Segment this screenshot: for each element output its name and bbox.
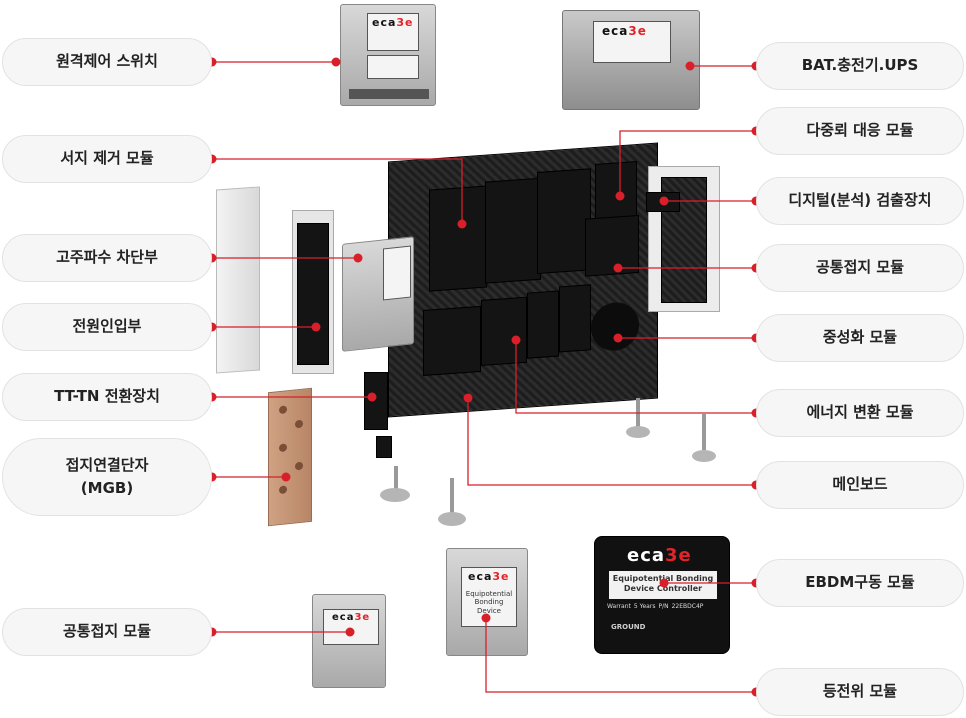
label-mgb-line2: (MGB) [80,479,134,497]
label-bat-ups: BAT.충전기.UPS [756,42,964,90]
foot-base [380,488,410,502]
label-multi-lightning: 다중뢰 대응 모듈 [756,107,964,155]
label-ebdm: EBDM구동 모듈 [756,559,964,607]
label-mgb: 접지연결단자 (MGB) [2,438,212,516]
label-common-ground-2: 공통접지 모듈 [2,608,212,656]
equipotential-device: eca3e Equipotential Bonding Device [446,548,528,656]
label-mainboard: 메인보드 [756,461,964,509]
tt-tn-small-block [376,436,392,458]
foot-base [438,512,466,526]
label-surge-module: 서지 제거 모듈 [2,135,212,183]
foot-screw [702,414,706,450]
digital-detector-device [648,166,720,312]
remote-switch-device: eca3e [340,4,436,106]
common-ground-device: eca3e [312,594,386,688]
label-neutralize: 중성화 모듈 [756,314,964,362]
label-digital-detector: 디지털(분석) 검출장치 [756,177,964,225]
label-remote-switch: 원격제어 스위치 [2,38,212,86]
label-equipotential: 등전위 모듈 [756,668,964,716]
tt-tn-switch-device [364,372,388,430]
foot-base [692,450,716,462]
foot-screw [394,466,398,490]
label-tt-tn: TT-TN 전환장치 [2,373,212,421]
label-energy-convert: 에너지 변환 모듈 [756,389,964,437]
foot-base [626,426,650,438]
ebdm-controller-device: eca3e Equipotential Bonding Device Contr… [594,536,730,654]
foot-screw [450,478,454,514]
terminal-block [292,210,334,374]
label-common-ground-1: 공통접지 모듈 [756,244,964,292]
label-hf-blocker: 고주파수 차단부 [2,234,212,282]
label-power-input: 전원인입부 [2,303,212,351]
label-mgb-line1: 접지연결단자 [65,455,149,474]
bat-ups-device: eca3e [562,10,700,110]
